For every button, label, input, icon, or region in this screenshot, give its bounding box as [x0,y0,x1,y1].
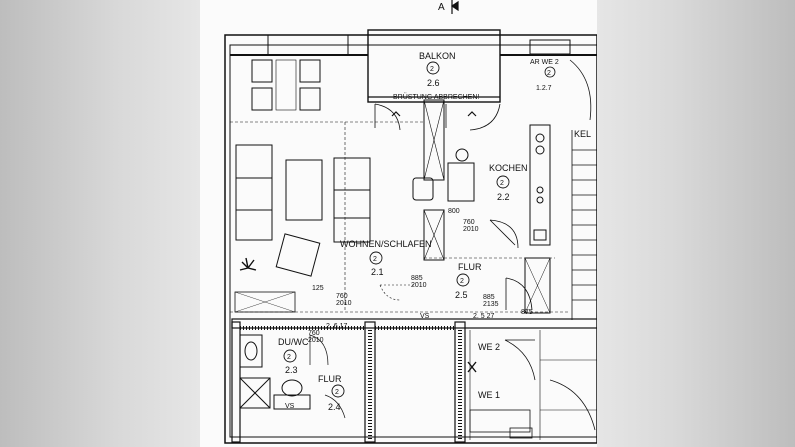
landing-rect [469,409,531,433]
bathroom-fixtures [239,334,311,410]
armchair [275,233,321,277]
dim-2-5-27: 2. 5 27 [473,313,495,320]
kochen-area: 2.2 [497,192,510,202]
we1-door [549,379,596,431]
wohnen-area: 2.1 [371,267,384,277]
wardrobe [524,257,551,314]
kitchen-counter [529,124,551,246]
duwc-area: 2.3 [285,365,298,375]
kochen-label: KOCHEN [489,163,528,173]
balcony-door-left [374,103,401,131]
kitchen-door [489,219,519,249]
kochen-no: 2 [500,180,504,187]
ar-we2-no: 2 [547,70,551,77]
wohnen-label: WOHNEN/SCHLAFEN [340,239,432,249]
flur-small-label: FLUR [318,374,342,384]
duwc-no: 2 [287,354,291,361]
balcony-door-right [445,103,501,131]
flur-small-no: 2 [335,389,339,396]
dining-table-chairs [251,59,321,111]
left-blurred-background [0,0,200,447]
plant-icon [239,257,257,271]
kitchen-wall [412,99,445,261]
kitchen-stool [455,148,469,162]
dim-125: 125 [312,285,324,292]
floor-plan-sheet: A BALKON 2 2.6 BRÜSTUNG ABBRECHEN [200,0,613,447]
dim-800: 800 [448,208,460,215]
duwc-label: DU/WC [278,337,309,347]
sofa-right [333,157,371,243]
kitchen-table [447,162,475,202]
bathroom-door [309,334,329,366]
vs-mark-2: VS [285,403,295,410]
balkon-area: 2.6 [427,78,440,88]
we1-label: WE 1 [478,390,500,400]
flur-main-label: FLUR [458,262,482,272]
sofa-left [235,144,273,241]
floor-plan-drawing: A BALKON 2 2.6 BRÜSTUNG ABBRECHEN [224,0,613,444]
flur-main-no: 2 [460,278,464,285]
balcony [367,29,501,103]
flur-main-area: 2.5 [455,290,468,300]
balkon-no: 2 [430,66,434,73]
kel-label: KEL [574,129,591,139]
hatched-walls [231,318,613,443]
flur-small-area: 2.4 [328,402,341,412]
coffee-table [285,159,323,221]
brustung-note: BRÜSTUNG ABBRECHEN! [393,93,479,101]
staircase [569,59,597,320]
ar-we2-label: AR WE 2 [530,59,559,66]
ar-we2-area: 1.2.7 [536,85,552,92]
entry-door [505,277,533,311]
vs-mark-1: VS [420,313,430,320]
dashed-partitions [230,121,570,313]
we2-label: WE 2 [478,342,500,352]
right-blurred-background [595,0,795,447]
balkon-label: BALKON [419,51,456,61]
ar-we2-window [529,39,571,55]
cross-mark [467,361,477,373]
wohnen-no: 2 [373,256,377,263]
section-marker-letter: A [438,2,445,13]
section-marker: A [438,0,459,14]
we2-door [504,339,536,381]
landing-grid [469,330,597,440]
